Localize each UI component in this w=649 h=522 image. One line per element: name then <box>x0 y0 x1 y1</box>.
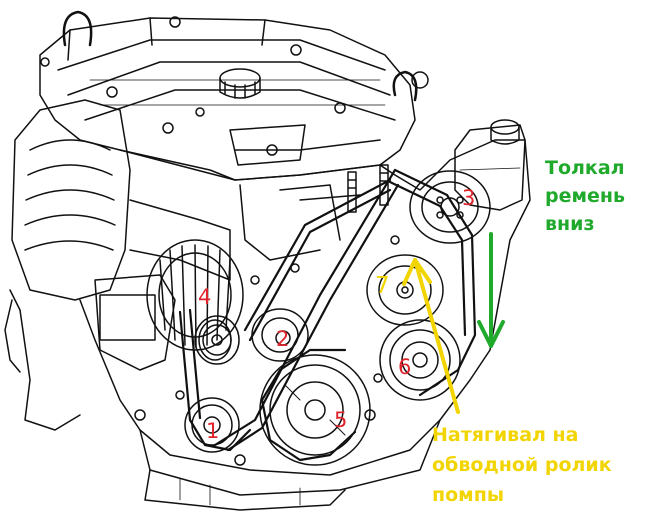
block-bolts <box>134 235 400 466</box>
pulley-5 <box>259 354 371 466</box>
drive-belt <box>178 168 477 462</box>
intake-manifold <box>4 99 131 431</box>
green-down-arrow-icon <box>477 232 505 348</box>
pulley-6-label: 6 <box>398 355 412 379</box>
pulley-3 <box>409 170 491 244</box>
valve-cover <box>39 17 416 181</box>
pulley-6 <box>379 319 461 401</box>
pulley-7 <box>366 254 444 326</box>
cover-bolts <box>40 16 346 156</box>
pulley-4-label: 4 <box>198 285 212 309</box>
pulley-1 <box>184 397 240 453</box>
lifting-eyes <box>62 10 429 102</box>
studs <box>347 164 389 213</box>
yellow-pointer-arrow-icon <box>402 258 460 414</box>
tensioner-note-line-2: обводной ролик <box>432 454 612 476</box>
push-note-line-3: вниз <box>545 213 595 235</box>
pulley-7-label: 7 <box>375 273 390 299</box>
tensioner-note-line-3: помпы <box>432 484 505 506</box>
pulley-2-label: 2 <box>276 327 290 351</box>
push-note-line-2: ремень <box>545 185 626 207</box>
oil-filler-cap <box>219 68 261 99</box>
tensioner-note-line-1: Натягивал на <box>432 424 579 446</box>
pulley-3-label: 3 <box>462 186 476 210</box>
push-belt-down-note: Толкал ремень вниз <box>545 154 647 238</box>
pulley-1-label: 1 <box>206 419 220 443</box>
pulley-5-label: 5 <box>334 408 348 432</box>
coolant-reservoir <box>454 119 526 211</box>
push-note-line-1: Толкал <box>545 157 625 179</box>
pulley-4 <box>194 315 240 365</box>
tensioner-note: Натягивал на обводной ролик помпы <box>432 420 646 510</box>
pulley-2 <box>251 308 309 362</box>
